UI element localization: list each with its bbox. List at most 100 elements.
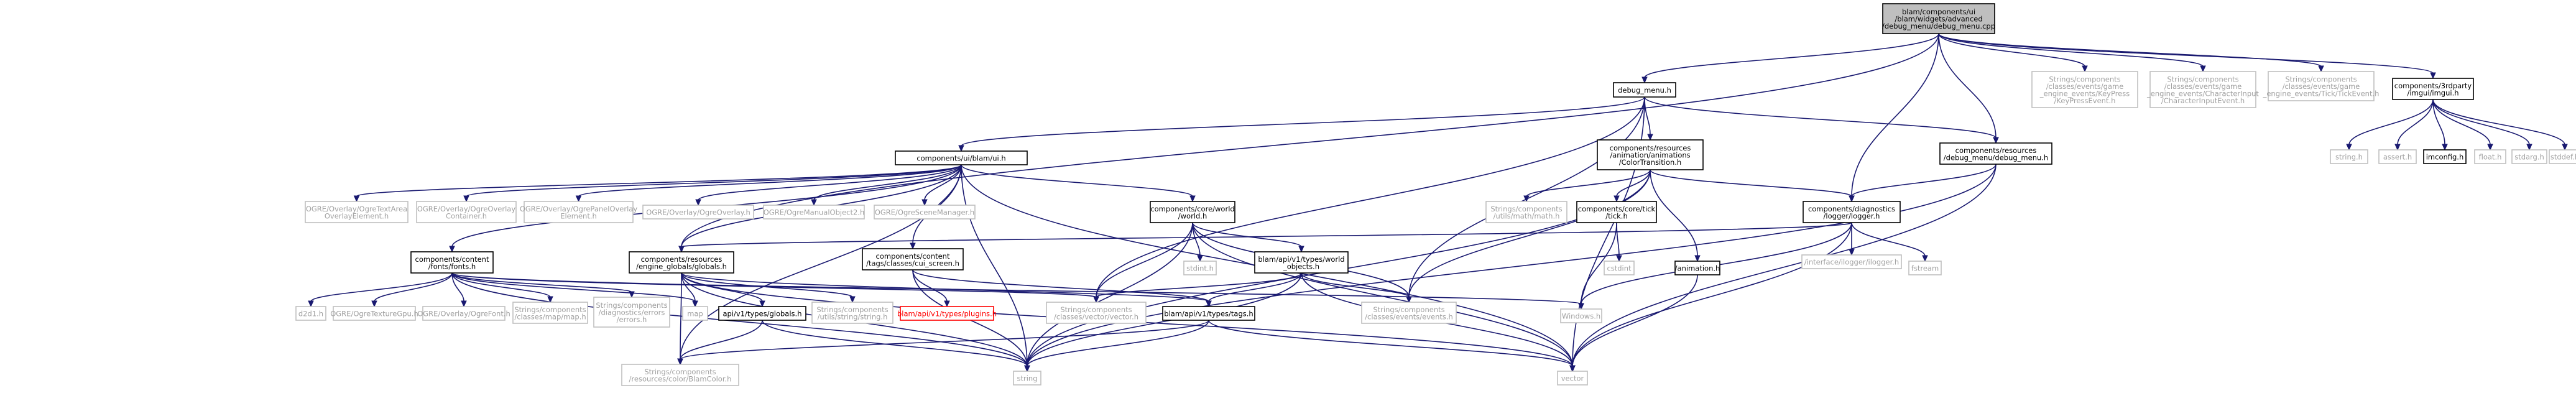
edge-world_objects-to-events_h [1301,272,1412,303]
edge-ui_h-to-ogre_container [463,164,962,203]
edge-res_debug_menu-to-logger_h [1849,164,1997,203]
node-tick-h[interactable]: components/core/tick/tick.h [1576,201,1657,223]
node-ui-h[interactable]: components/ui/blam/ui.h [895,150,1028,165]
node-box [1803,201,1901,223]
node-label-line: /logger/logger.h [1824,211,1880,220]
node-label-line: blam/api/v1/types/tags.h [1164,310,1253,318]
node-label-line: /interface/ilogger/ilogger.h [1804,258,1899,267]
node-label-line: /fonts/fonts.h [428,262,476,270]
node-animation-h[interactable]: /animation.h [1674,261,1720,275]
edge-imgui_h-to-stdarg_h [2432,99,2532,151]
node-label-line: vector [1561,374,1584,383]
edge-tags_h-to-vector [1208,320,1576,372]
node-label-line: /world.h [1178,211,1207,220]
node-globals-h[interactable]: components/resources/engine_globals/glob… [629,251,734,274]
node-box [524,201,634,223]
node-label-line: Strings/components [2167,75,2238,83]
node-box [2330,149,2368,164]
edge-ui_h-to-core_world [961,164,1196,203]
edge-globals_h-to-string_util [681,272,856,303]
edge-root-to-kp_event [1938,33,2088,73]
node-label-line: Strings/components [1373,305,1444,314]
node-float-h: float.h [2474,149,2506,164]
edge-root-to-imgui_h [1938,33,2436,80]
node-label-line: components/core/tick [1578,205,1656,213]
node-label-line: components/content [415,255,489,264]
node-box [874,205,976,219]
node-imconfig-h[interactable]: imconfig.h [2423,149,2467,164]
node-box [1674,261,1720,275]
edge-ui_h-to-ogre_overlay [695,164,962,206]
node-label-line: stddef.h [2551,153,2576,162]
node-label-line: components/diagnostics [1808,205,1895,213]
node-logger-h[interactable]: components/diagnostics/logger/logger.h [1803,201,1901,223]
node-core-world[interactable]: components/core/world/world.h [1150,201,1235,223]
node-tags-h[interactable]: blam/api/v1/types/tags.h [1162,306,1255,321]
node-label-line: /classes/events/events.h [1365,312,1453,321]
edge-color_transition-to-tick_h [1613,169,1651,203]
node-label-line: components/ui/blam/ui.h [916,154,1005,163]
node-label-line: /imgui/imgui.h [2407,88,2458,97]
node-blamcolor: Strings/components/resources/color/BlamC… [621,364,739,386]
node-label-line: OGRE/OgreTextureGpu.h [330,310,418,318]
node-label-line: _engine_events/Tick/TickEvent.h [2263,90,2380,98]
node-api-globals[interactable]: api/v1/types/globals.h [718,306,806,321]
node-box [642,205,754,219]
node-label-line: /classes/events/game [2164,82,2242,91]
node-label-line: d2d1.h [298,310,323,318]
node-fonts-h[interactable]: components/content/fonts/fonts.h [410,251,494,274]
edge-debug_menu_h-to-vector_h [1093,96,1645,303]
node-plugins-h[interactable]: blam/api/v1/types/plugins.h [897,306,997,321]
node-box [333,306,416,321]
node-label-line: OGRE/Overlay/OgreFont.h [417,310,510,318]
edge-logger_h-to-globals_h [678,222,1852,253]
node-label-line: OGRE/Overlay/OgreTextArea [306,205,407,213]
node-label-line: OGRE/Overlay/OgreOverlay [417,205,515,213]
node-box [629,251,734,274]
edge-fonts_h-to-map_h [451,272,553,303]
node-label-line: /utils/string/string.h [818,312,888,321]
node-color-transition[interactable]: components/resources/animation/animation… [1597,139,1704,170]
node-box [1882,3,1995,34]
node-label-line: imconfig.h [2426,153,2464,162]
node-label-line: OGRE/Overlay/OgreOverlay.h [646,208,750,217]
node-label-line: stdint.h [1186,264,1214,273]
node-box [410,251,494,274]
edge-imgui_h-to-imconfig_h [2432,99,2448,151]
node-stdarg-h: stdarg.h [2511,149,2547,164]
node-ogre-scene: OGRE/OgreSceneManager.h [874,205,976,219]
node-label-line: /ColorTransition.h [1619,158,1681,167]
node-label-line: Strings/components [2049,75,2120,83]
node-root[interactable]: blam/components/ui/blam/widgets/advanced… [1882,3,1995,34]
node-box [1150,201,1235,223]
node-label-line: components/core/world [1150,205,1234,213]
node-debug-menu-h[interactable]: debug_menu.h [1613,82,1676,98]
node-label-line: Element.h [560,211,597,220]
node-box [1613,82,1676,98]
node-label-line: Strings/components [596,301,667,310]
node-label-line: cstdint [1607,264,1632,273]
edge-color_transition-to-logger_h [1650,169,1855,203]
edge-fonts_h-to-windows_h [451,272,1584,310]
node-label-line: components/resources [641,255,722,264]
node-label-line: /classes/map/map.h [514,312,586,321]
node-cui-screen[interactable]: components/content/tags/classes/cui_scre… [862,248,964,270]
node-res-debug-menu[interactable]: components/resources/debug_menu/debug_me… [1939,142,2052,165]
node-math-h: Strings/components/utils/math/math.h [1485,201,1567,223]
node-label-line: api/v1/types/globals.h [723,310,802,318]
edge-color_transition-to-animation_h [1650,169,1701,262]
edge-ui_h-to-ogre_panel [575,164,962,203]
node-label-line: /debug_menu/debug_menu.h [1944,153,2048,162]
node-world-objects[interactable]: blam/api/v1/types/world_objects.h [1254,251,1349,274]
node-string: string [1013,371,1041,386]
node-label-line: OGRE/Overlay/OgrePanelOverlay [520,205,638,213]
node-label-line: debug_menu.h [1618,86,1671,95]
node-box [2268,71,2375,101]
node-label-line: string [1017,374,1037,383]
node-imgui-h[interactable]: components/3rdparty/imgui/imgui.h [2392,78,2474,100]
node-label-line: /blam/widgets/advanced [1895,15,1982,24]
node-stdint-h: stdint.h [1183,261,1217,275]
edge-imgui_h-to-stddef_h [2432,99,2568,151]
